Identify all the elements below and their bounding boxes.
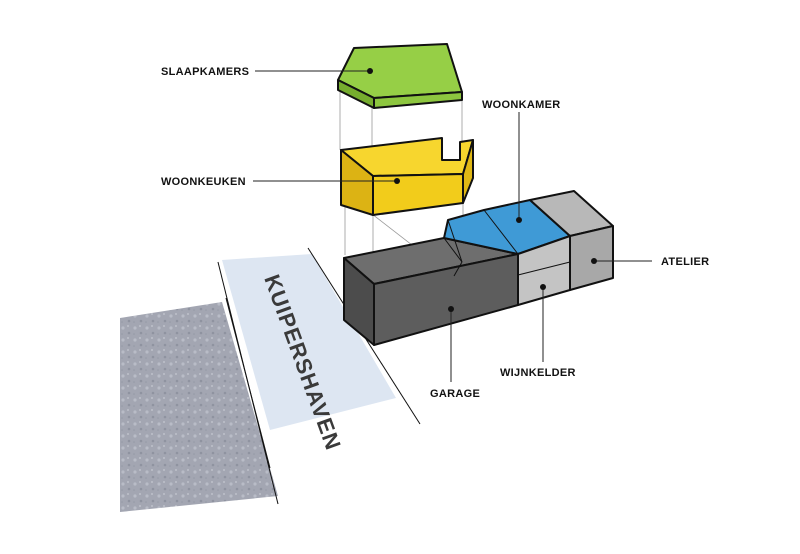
leader-atelier (591, 258, 652, 264)
volume-atelier (529, 190, 614, 291)
label-wijnkelder: WIJNKELDER (500, 367, 576, 379)
label-woonkamer: WOONKAMER (482, 99, 560, 111)
label-atelier: ATELIER (661, 256, 709, 268)
volume-woonkeuken (340, 137, 474, 216)
street-area (222, 254, 396, 430)
leader-garage (448, 306, 454, 382)
leader-slaapkamers (255, 68, 373, 74)
leader-woonkeuken (253, 178, 400, 184)
label-slaapkamers: SLAAPKAMERS (161, 66, 249, 78)
volume-garage (343, 237, 519, 346)
quay-edge-inner (225, 297, 271, 469)
label-garage: GARAGE (430, 388, 480, 400)
volume-slaapkamers (337, 43, 463, 109)
volume-wijnkelder (517, 235, 571, 306)
leader-woonkamer (516, 112, 522, 223)
label-woonkeuken: WOONKEUKEN (161, 176, 246, 188)
water-area (120, 302, 278, 512)
leader-wijnkelder (540, 284, 546, 362)
